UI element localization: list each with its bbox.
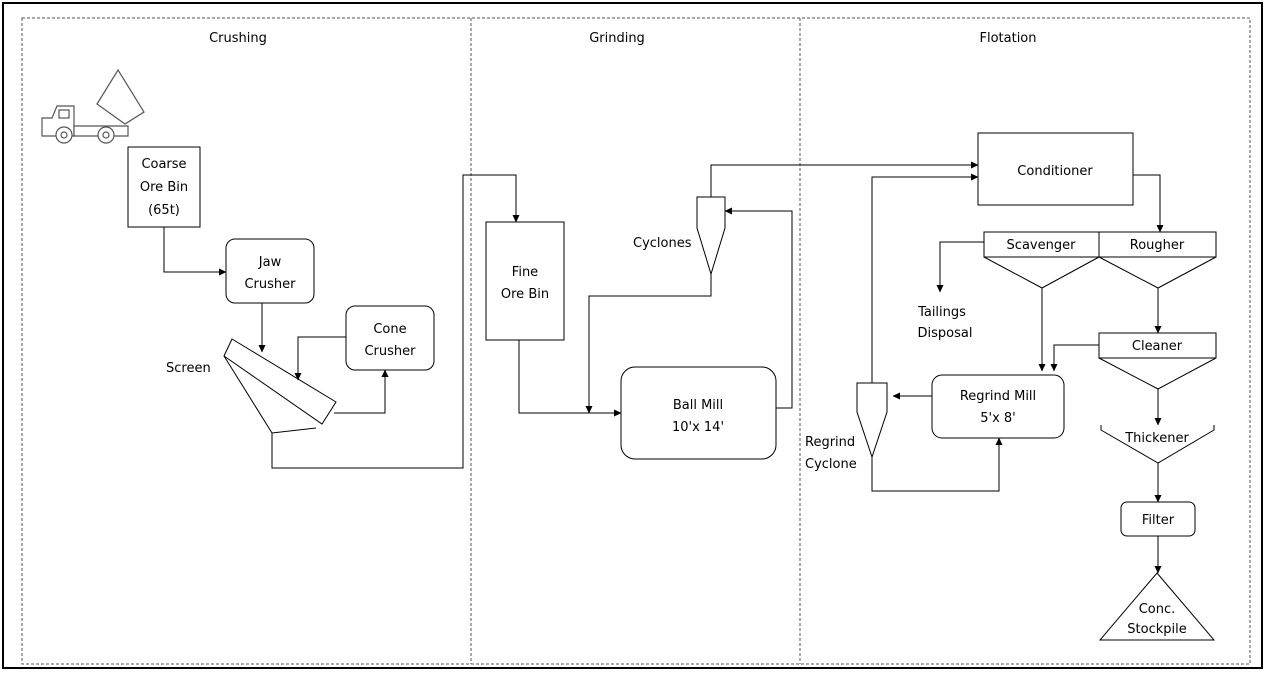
section-title-grinding: Grinding <box>589 31 645 46</box>
regrind-mill-label-2: 5'x 8' <box>980 411 1016 426</box>
flow-cyclone-overflow-to-conditioner <box>710 161 979 197</box>
flow-mill-to-cyclones <box>724 207 793 409</box>
cone-crusher-label-2: Crusher <box>364 344 416 359</box>
section-title-crushing: Crushing <box>209 31 267 46</box>
flow-cyclone-underflow-to-mill <box>585 274 712 414</box>
section-title-flotation: Flotation <box>979 31 1036 46</box>
flow-fine-bin-to-ball-mill <box>518 340 622 417</box>
cleaner-cell <box>1098 332 1217 390</box>
jaw-crusher-label-2: Crusher <box>244 277 296 292</box>
screen-label: Screen <box>166 361 211 376</box>
rougher-label: Rougher <box>1130 238 1185 253</box>
cone-crusher-label-1: Cone <box>373 322 406 337</box>
coarse-ore-bin <box>127 146 201 228</box>
flow-cone-to-screen <box>294 336 346 381</box>
cyclones-label: Cyclones <box>633 236 692 251</box>
screen <box>223 338 337 434</box>
cleaner-label: Cleaner <box>1132 339 1183 354</box>
fine-ore-bin-label-2: Ore Bin <box>501 287 549 302</box>
flow-conditioner-to-rougher <box>1133 174 1164 233</box>
conditioner <box>977 132 1134 206</box>
flow-regrind-cyclone-to-mill <box>871 437 1003 492</box>
regrind-mill <box>931 374 1065 439</box>
coarse-ore-bin-label-1: Coarse <box>141 157 186 172</box>
filter-label: Filter <box>1142 513 1175 528</box>
scavenger-label: Scavenger <box>1007 238 1077 253</box>
conditioner-label: Conditioner <box>1017 164 1093 179</box>
flow-screen-to-fine-bin <box>271 174 520 469</box>
coarse-ore-bin-label-2: Ore Bin <box>140 180 188 195</box>
coarse-ore-bin-label-3: (65t) <box>148 203 180 218</box>
conc-stockpile <box>1098 572 1216 641</box>
flow-regrind-cyclone-to-conditioner <box>871 173 979 383</box>
ball-mill-label-2: 10'x 14' <box>672 420 724 435</box>
flow-cleaner-to-regrind <box>1050 344 1099 372</box>
ball-mill <box>620 366 777 460</box>
tailings-disposal-label-2: Disposal <box>918 326 973 341</box>
section-frame <box>21 17 1251 665</box>
fine-ore-bin-label-1: Fine <box>512 265 538 280</box>
regrind-cyclone <box>856 382 888 459</box>
regrind-cyclone-label-2: Cyclone <box>805 457 857 472</box>
dump-truck-icon <box>41 68 145 144</box>
conc-stockpile-label-2: Stockpile <box>1127 622 1186 637</box>
regrind-mill-label-1: Regrind Mill <box>960 389 1036 404</box>
scavenger-cell <box>983 231 1100 289</box>
cone-crusher <box>345 305 435 371</box>
flow-screen-to-cone <box>334 369 389 414</box>
jaw-crusher <box>225 238 315 304</box>
thickener-label: Thickener <box>1124 431 1189 446</box>
jaw-crusher-label-1: Jaw <box>258 255 282 270</box>
cyclones <box>696 196 726 276</box>
ball-mill-label-1: Ball Mill <box>673 398 723 413</box>
flow-scavenger-to-tailings <box>936 241 984 293</box>
flow-bin-to-jaw <box>163 227 227 276</box>
conc-stockpile-label-1: Conc. <box>1139 602 1176 617</box>
fine-ore-bin <box>485 221 565 341</box>
tailings-disposal-label-1: Tailings <box>917 305 966 320</box>
regrind-cyclone-label-1: Regrind <box>805 435 855 450</box>
